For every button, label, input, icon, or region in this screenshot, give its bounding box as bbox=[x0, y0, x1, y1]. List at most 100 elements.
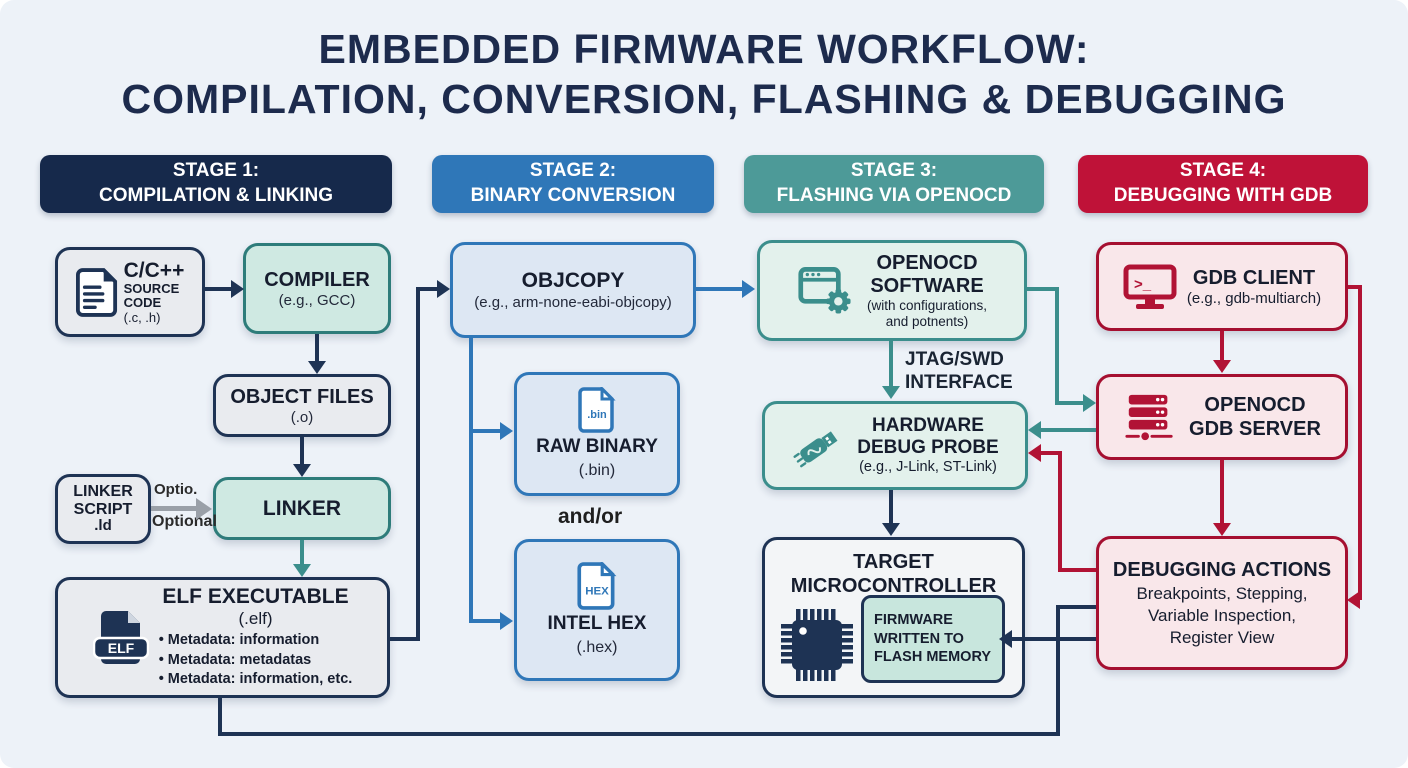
line-objcopy-to-rawbinary bbox=[469, 429, 502, 433]
arrowhead-source-to-compiler bbox=[231, 280, 244, 298]
line-debugging-to-probe-3 bbox=[1041, 451, 1058, 455]
elf-sub: (.elf) bbox=[238, 609, 273, 629]
arrow-objectfiles-to-linker bbox=[300, 437, 304, 465]
arrowhead-debugging-to-firmware bbox=[999, 630, 1012, 648]
arrowhead-openocd-to-probe bbox=[882, 386, 900, 399]
source-code-line2: SOURCE bbox=[123, 281, 180, 297]
arrowhead-objcopy-to-intelhex bbox=[500, 612, 513, 630]
arrow-compiler-to-objectfiles bbox=[315, 334, 319, 362]
stage-3-label1: STAGE 3: bbox=[850, 160, 938, 182]
line-elf-bottom-4 bbox=[1056, 605, 1096, 609]
stage-4-label2: DEBUGGING WITH GDB bbox=[1113, 185, 1333, 206]
jtag-line1: JTAG/SWD bbox=[905, 349, 1004, 370]
arrow-openocd-to-probe bbox=[889, 341, 893, 387]
linker-script-node: LINKER SCRIPT .ld bbox=[55, 474, 151, 544]
debugging-actions-line1: Breakpoints, Stepping, bbox=[1136, 583, 1308, 603]
stage-2-header: STAGE 2: BINARY CONVERSION bbox=[432, 155, 714, 213]
objcopy-node: OBJCOPY (e.g., arm-none-eabi-objcopy) bbox=[450, 242, 696, 338]
firmware-line1: FIRMWARE bbox=[874, 611, 953, 628]
arrow-debugging-to-firmware bbox=[1012, 637, 1096, 641]
arrowhead-linker-to-elf bbox=[293, 564, 311, 577]
line-objcopy-branch bbox=[469, 338, 473, 623]
debugging-actions-title: DEBUGGING ACTIONS bbox=[1112, 558, 1332, 581]
arrow-client-to-server bbox=[1220, 331, 1224, 361]
elf-file-icon: ELF bbox=[92, 610, 149, 664]
arrow-source-to-compiler bbox=[203, 287, 233, 291]
arrowhead-openocd-to-server bbox=[1083, 394, 1096, 412]
openocd-software-sub1: (with configurations, bbox=[866, 297, 988, 313]
arrow-objcopy-to-openocd bbox=[696, 287, 743, 291]
linker-node: LINKER bbox=[213, 477, 391, 540]
arrowhead-debugging-to-probe bbox=[1028, 444, 1041, 462]
arrowhead-objcopy-to-rawbinary bbox=[500, 422, 513, 440]
linker-title: LINKER bbox=[262, 496, 342, 520]
raw-binary-sub: (.bin) bbox=[578, 462, 616, 480]
line-elf-bottom-1 bbox=[218, 698, 222, 734]
object-files-sub: (.o) bbox=[290, 408, 314, 426]
compiler-sub: (e.g., GCC) bbox=[278, 291, 356, 309]
gdb-client-sub: (e.g., gdb-multiarch) bbox=[1186, 289, 1322, 307]
terminal-monitor-icon: >_ bbox=[1123, 264, 1177, 309]
compiler-node: COMPILER (e.g., GCC) bbox=[243, 243, 391, 334]
bin-file-icon: .bin bbox=[578, 387, 616, 434]
svg-text:>_: >_ bbox=[1134, 276, 1152, 293]
optional-label-top: Optio. bbox=[154, 481, 198, 498]
source-code-line3: CODE bbox=[123, 295, 162, 311]
probe-sub: (e.g., J-Link, ST-Link) bbox=[859, 459, 997, 475]
target-mcu-node: TARGET MICROCONTROLLER FIRMWARE WRITTEN … bbox=[762, 537, 1025, 698]
gdb-client-node: >_ GDB CLIENT (e.g., gdb-multiarch) bbox=[1096, 242, 1348, 331]
server-icon bbox=[1125, 394, 1173, 441]
line-openocd-to-server-3 bbox=[1055, 401, 1085, 405]
debug-probe-node: HARDWARE DEBUG PROBE (e.g., J-Link, ST-L… bbox=[762, 401, 1028, 490]
gdb-client-title: GDB CLIENT bbox=[1192, 266, 1316, 289]
jtag-line2: INTERFACE bbox=[905, 371, 1013, 393]
line-elf-to-objcopy-3 bbox=[416, 287, 438, 291]
firmware-line3: FLASH MEMORY bbox=[874, 649, 992, 666]
debugging-actions-line2: Variable Inspection, bbox=[1147, 605, 1297, 625]
title-line-1: EMBEDDED FIRMWARE WORKFLOW: bbox=[318, 26, 1090, 72]
source-code-node: C/C++ SOURCE CODE (.c, .h) bbox=[55, 247, 205, 337]
title-line-2: COMPILATION, CONVERSION, FLASHING & DEBU… bbox=[121, 76, 1287, 123]
hex-file-icon: HEX bbox=[577, 562, 617, 611]
arrowhead-server-to-debugging bbox=[1213, 523, 1231, 536]
line-elf-to-objcopy-1 bbox=[390, 637, 420, 641]
elf-bullet-1: • Metadata: information bbox=[158, 632, 320, 648]
elf-node: ELF ELF EXECUTABLE (.elf) • Metadata: in… bbox=[55, 577, 390, 698]
arrow-server-to-probe bbox=[1041, 428, 1096, 432]
raw-binary-title: RAW BINARY bbox=[536, 436, 658, 458]
stage-1-label2: COMPILATION & LINKING bbox=[99, 185, 333, 206]
arrowhead-client-to-server bbox=[1213, 360, 1231, 373]
intel-hex-title: INTEL HEX bbox=[547, 613, 647, 635]
usb-probe-icon bbox=[793, 430, 838, 467]
line-elf-bottom-3 bbox=[1056, 605, 1060, 736]
arrowhead-objectfiles-to-linker bbox=[293, 464, 311, 477]
stage-1-header: STAGE 1: COMPILATION & LINKING bbox=[40, 155, 392, 213]
svg-text:HEX: HEX bbox=[585, 586, 609, 598]
line-elf-bottom-2 bbox=[218, 732, 1060, 736]
arrowhead-elf-to-objcopy bbox=[437, 280, 450, 298]
elf-bullet-3: • Metadata: information, etc. bbox=[158, 671, 353, 688]
openocd-software-sub2: and potnents) bbox=[885, 313, 969, 329]
debugging-actions-line3: Register View bbox=[1169, 628, 1275, 648]
arrowhead-server-to-probe bbox=[1028, 421, 1041, 439]
stage-4-header: STAGE 4: DEBUGGING WITH GDB bbox=[1078, 155, 1368, 213]
jtag-swd-label: JTAG/SWD INTERFACE bbox=[905, 349, 1013, 395]
svg-text:.bin: .bin bbox=[587, 409, 607, 421]
objcopy-sub: (e.g., arm-none-eabi-objcopy) bbox=[474, 293, 672, 311]
software-gear-icon bbox=[798, 266, 851, 314]
openocd-software-line2: SOFTWARE bbox=[870, 274, 984, 297]
document-icon bbox=[75, 268, 117, 317]
target-mcu-line1: TARGET bbox=[853, 551, 934, 573]
gdb-server-line1: OPENOCD bbox=[1204, 394, 1306, 416]
stage-4-label1: STAGE 4: bbox=[1179, 160, 1267, 182]
linker-script-line3: .ld bbox=[94, 517, 112, 535]
arrow-linkerscript-to-linker bbox=[151, 506, 198, 511]
line-debugging-to-probe-2 bbox=[1058, 451, 1062, 572]
source-code-title: C/C++ bbox=[123, 259, 185, 282]
elf-title: ELF EXECUTABLE bbox=[162, 585, 349, 609]
arrow-server-to-debugging bbox=[1220, 460, 1224, 524]
debugging-actions-node: DEBUGGING ACTIONS Breakpoints, Stepping,… bbox=[1096, 536, 1348, 670]
stage-3-label2: FLASHING VIA OPENOCD bbox=[776, 185, 1012, 206]
chip-icon bbox=[781, 609, 853, 681]
